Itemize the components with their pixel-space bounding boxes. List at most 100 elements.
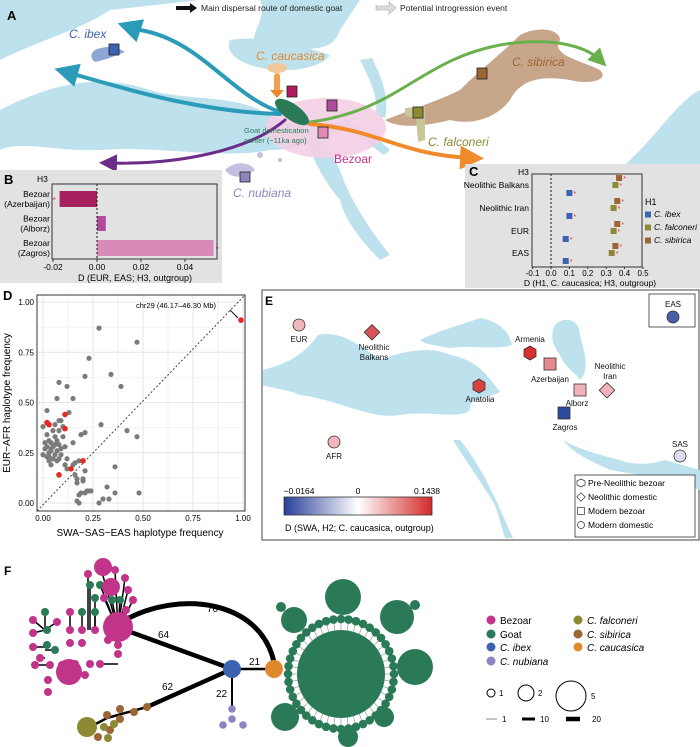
falconeri-node bbox=[110, 720, 118, 728]
goat-haplotype-node bbox=[283, 669, 293, 679]
c-signif-marker: * bbox=[623, 176, 626, 183]
d-point-grey bbox=[42, 446, 48, 452]
legend-bezoar: Bezoar bbox=[500, 616, 532, 627]
goat-haplotype-node bbox=[314, 719, 324, 729]
d-point-grey bbox=[62, 462, 68, 468]
bezoar-haplotype-node bbox=[116, 596, 124, 604]
site-alborz bbox=[573, 383, 587, 397]
b-tick-label: 0.04 bbox=[177, 262, 194, 272]
e-legend-modern-domestic: Modern domestic bbox=[588, 520, 654, 530]
site-label-balkans-2: Balkans bbox=[360, 353, 388, 362]
d-point-grey bbox=[88, 488, 94, 494]
c-tick-label: 0.5 bbox=[637, 269, 649, 278]
sibirica-node bbox=[94, 733, 102, 741]
c-signif-marker: * bbox=[619, 183, 622, 190]
nubiana-node bbox=[228, 715, 236, 723]
d-point-grey bbox=[72, 472, 78, 478]
bezoar-haplotype-node bbox=[84, 570, 92, 578]
bezoar-haplotype-node bbox=[111, 566, 119, 574]
goat-haplotype-node bbox=[365, 715, 374, 725]
b-bar bbox=[97, 240, 214, 256]
edge-label-64: 64 bbox=[158, 630, 170, 641]
d-xtick-label: 0.75 bbox=[185, 514, 201, 523]
bezoar-haplotype-node bbox=[114, 641, 122, 649]
edge-label-62: 62 bbox=[162, 682, 174, 693]
d-point-grey bbox=[74, 480, 80, 486]
goat-main-haplotype-node bbox=[297, 630, 385, 718]
c-signif-marker: * bbox=[573, 191, 576, 198]
site-label-alborz: Alborz bbox=[566, 399, 589, 408]
c-point bbox=[566, 213, 573, 219]
c-legend-label: C. sibirica bbox=[654, 235, 692, 245]
size-legend-1: 1 bbox=[499, 689, 504, 698]
bezoar-haplotype-node bbox=[121, 574, 129, 582]
c-point bbox=[616, 175, 623, 181]
d-xtick-label: 0.50 bbox=[135, 514, 151, 523]
d-diagonal bbox=[36, 294, 246, 512]
route-east bbox=[308, 40, 607, 124]
d-xtick-label: 0.25 bbox=[85, 514, 101, 523]
bezoar-haplotype-node bbox=[86, 581, 94, 589]
goat-haplotype-node bbox=[358, 619, 368, 629]
d-point-red bbox=[56, 472, 62, 478]
nubiana-node bbox=[239, 721, 247, 729]
sample-squares-a bbox=[108, 43, 488, 183]
bezoar-haplotype-node bbox=[36, 654, 44, 662]
bezoar-haplotype-node bbox=[103, 612, 133, 642]
c-point bbox=[612, 243, 619, 249]
bezoar-haplotype-node bbox=[96, 660, 104, 668]
b-ytitle: H3 bbox=[37, 174, 48, 184]
bezoar-haplotype-node bbox=[44, 688, 52, 696]
site-label-iran-1: Neolithic bbox=[595, 362, 626, 371]
d-ytick-label: 1.00 bbox=[18, 298, 34, 307]
c-category-label: Neolithic Iran bbox=[479, 203, 529, 213]
d-point-grey bbox=[52, 442, 58, 448]
site-label-eur: EUR bbox=[291, 335, 308, 344]
b-category-label: (Alborz) bbox=[20, 224, 50, 234]
goat-haplotype-node bbox=[301, 628, 311, 637]
site-armenia bbox=[523, 345, 537, 361]
d-point-grey bbox=[104, 484, 110, 490]
goat-haplotype-node bbox=[284, 677, 293, 687]
legend-ibex: C. ibex bbox=[500, 643, 532, 654]
goat-haplotype-node bbox=[358, 719, 368, 729]
goat-haplotype-node bbox=[381, 699, 390, 709]
b-category-label: (Azerbaijan) bbox=[4, 199, 50, 209]
d-point-grey bbox=[52, 452, 58, 458]
goat-haplotype-node bbox=[380, 600, 414, 634]
legend-sibirica: C. sibirica bbox=[587, 630, 631, 641]
bezoar-haplotype-node bbox=[29, 629, 37, 637]
bezoar-haplotype-node bbox=[78, 639, 86, 647]
d-point-grey bbox=[54, 395, 60, 402]
width-legend-10: 10 bbox=[540, 715, 549, 724]
legend-falconeri: C. falconeri bbox=[587, 616, 638, 627]
bezoar-haplotype-node bbox=[124, 586, 132, 594]
goat-haplotype-node bbox=[376, 633, 386, 643]
panel-label-f: F bbox=[4, 564, 11, 578]
route-south-west bbox=[99, 118, 287, 173]
panel-label-e: E bbox=[265, 294, 273, 308]
d-point-grey bbox=[50, 456, 56, 462]
d-point-grey bbox=[124, 428, 130, 434]
c-legend-label: C. falconeri bbox=[654, 222, 698, 232]
width-legend-1: 1 bbox=[502, 715, 507, 724]
d-point-grey bbox=[46, 454, 52, 460]
c-point bbox=[608, 250, 615, 256]
d-point-grey bbox=[70, 462, 76, 468]
panel-label-c: C bbox=[469, 164, 479, 179]
bezoar-haplotype-node bbox=[46, 661, 54, 669]
panel-f: F 70 64 62 21 22 Bezoar Goat C. ibex C. … bbox=[4, 558, 645, 747]
d-point-grey bbox=[108, 371, 114, 377]
bezoar-haplotype-node bbox=[86, 660, 94, 668]
goat-haplotype-node bbox=[301, 711, 311, 720]
site-label-zagros: Zagros bbox=[553, 423, 578, 432]
legend-nubiana: C. nubiana bbox=[500, 657, 549, 668]
label-sibirica: C. sibirica bbox=[512, 55, 565, 69]
b-category-label: Bezoar bbox=[23, 214, 50, 224]
panel-d: D 0.000.000.250.250.500.500.750.751.001.… bbox=[2, 288, 251, 539]
goat-haplotype-node bbox=[285, 654, 295, 663]
d-xtick-label: 1.00 bbox=[235, 514, 251, 523]
legend-main-route: Main dispersal route of domestic goat bbox=[201, 3, 343, 13]
d-point-grey bbox=[48, 462, 54, 468]
bezoar-haplotype-node bbox=[51, 646, 59, 654]
